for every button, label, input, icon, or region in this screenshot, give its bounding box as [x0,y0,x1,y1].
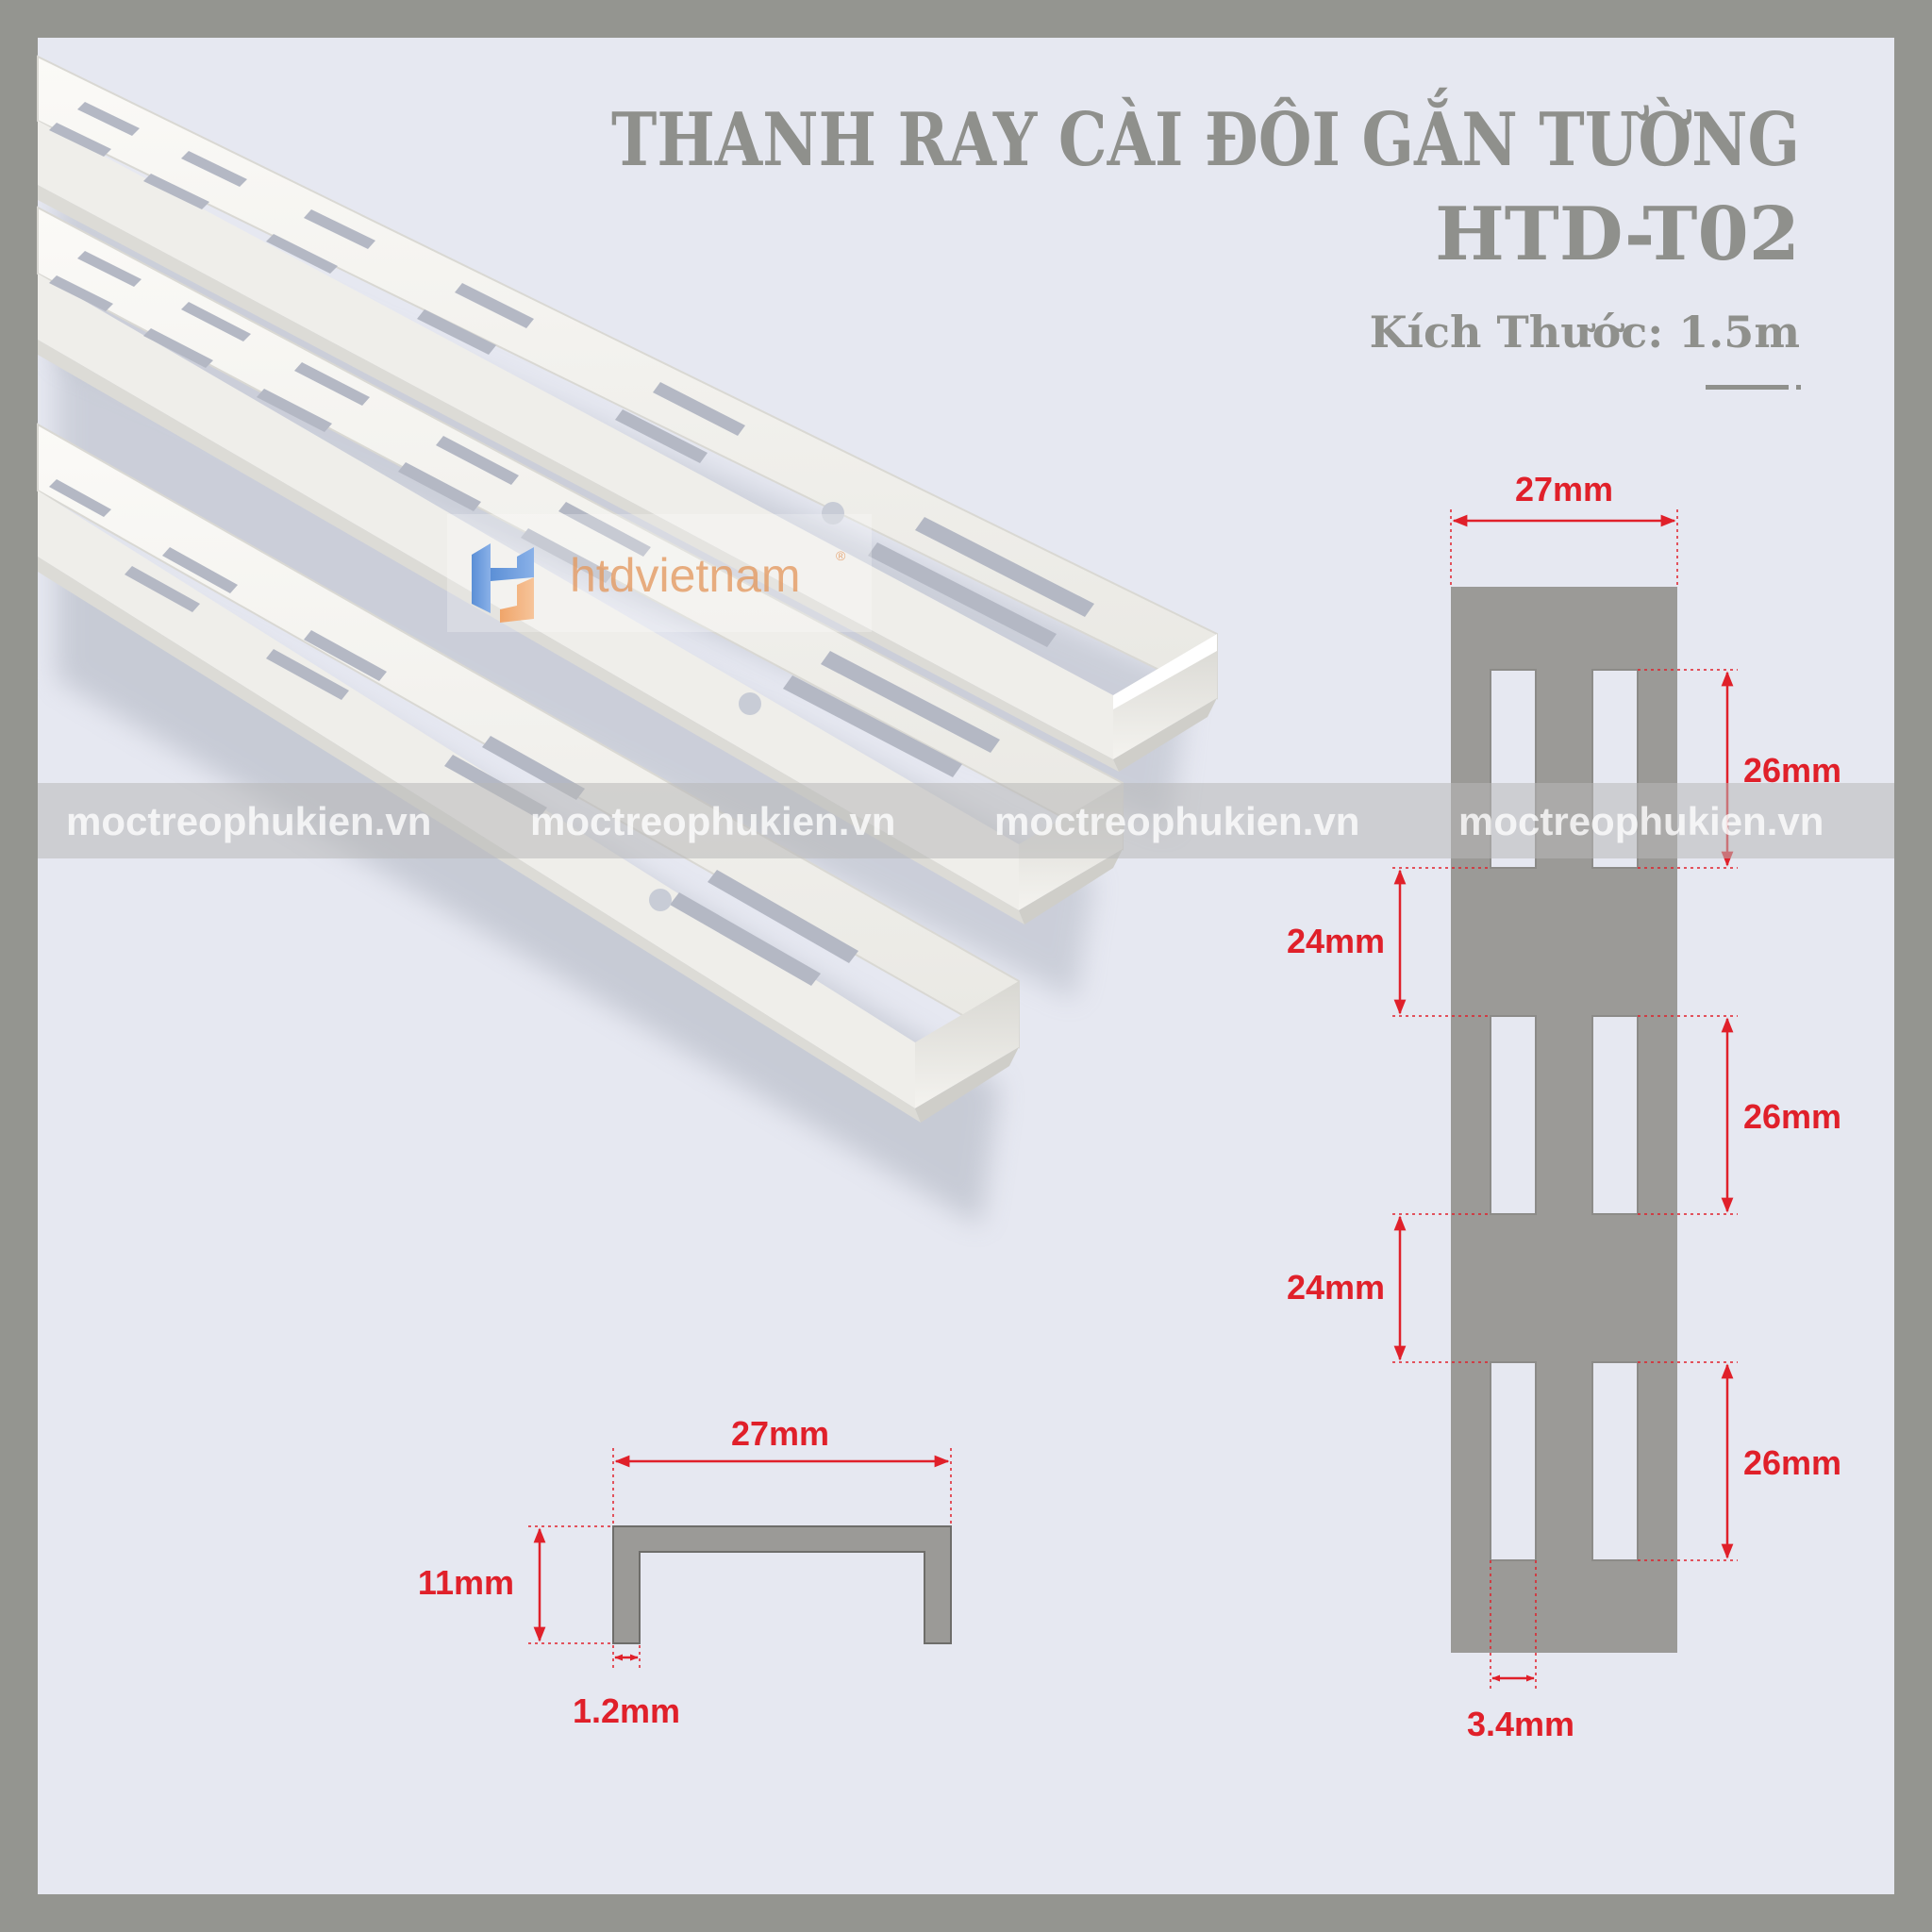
logo-mark-icon [472,543,534,623]
slot-height-label-3: 26mm [1743,1443,1841,1482]
title-line-1: THANH RAY CÀI ĐÔI GẮN TƯỜNG [611,86,1800,183]
profile-thickness-label: 1.2mm [573,1691,680,1730]
profile-shape [612,1525,952,1644]
brand-logo: htdvietnam ® [447,514,872,632]
title-model: HTD-T02 [1435,192,1800,277]
profile-view-drawing: 27mm 11mm 1.2mm [418,1414,952,1730]
gap-label-2: 24mm [1287,1268,1385,1307]
front-view-plate [1451,587,1677,1653]
watermark-text-2: moctreophukien.vn [530,799,895,843]
watermark-text-1: moctreophukien.vn [66,799,431,843]
logo-registered-mark: ® [836,548,846,563]
slot-height-label-2: 26mm [1743,1097,1841,1136]
front-width-label: 27mm [1515,470,1613,508]
profile-extension-lines [528,1448,952,1668]
gap-label-1: 24mm [1287,922,1385,960]
profile-dimension-arrows [533,1455,950,1661]
watermark-text-3: moctreophukien.vn [994,799,1359,843]
front-view-extension-lines [1392,509,1738,1689]
rail-photo [37,55,1218,1226]
rail-1 [37,55,1218,772]
front-view-drawing: 27mm 26mm 24mm 26mm 24mm 26mm 3.4mm [1287,470,1841,1743]
size-label: Kích Thước: 1.5m [1370,307,1800,358]
front-view-dimension-arrows [1393,514,1734,1682]
watermark-band: moctreophukien.vn moctreophukien.vn moct… [38,783,1894,858]
profile-height-label: 11mm [418,1563,514,1602]
slot-width-label: 3.4mm [1467,1705,1574,1743]
profile-width-label: 27mm [731,1414,829,1453]
logo-text: htdvietnam [570,549,801,602]
watermark-text-4: moctreophukien.vn [1458,799,1824,843]
title-underline [1706,385,1789,390]
title-block: THANH RAY CÀI ĐÔI GẮN TƯỜNG HTD-T02 Kích… [611,86,1801,390]
